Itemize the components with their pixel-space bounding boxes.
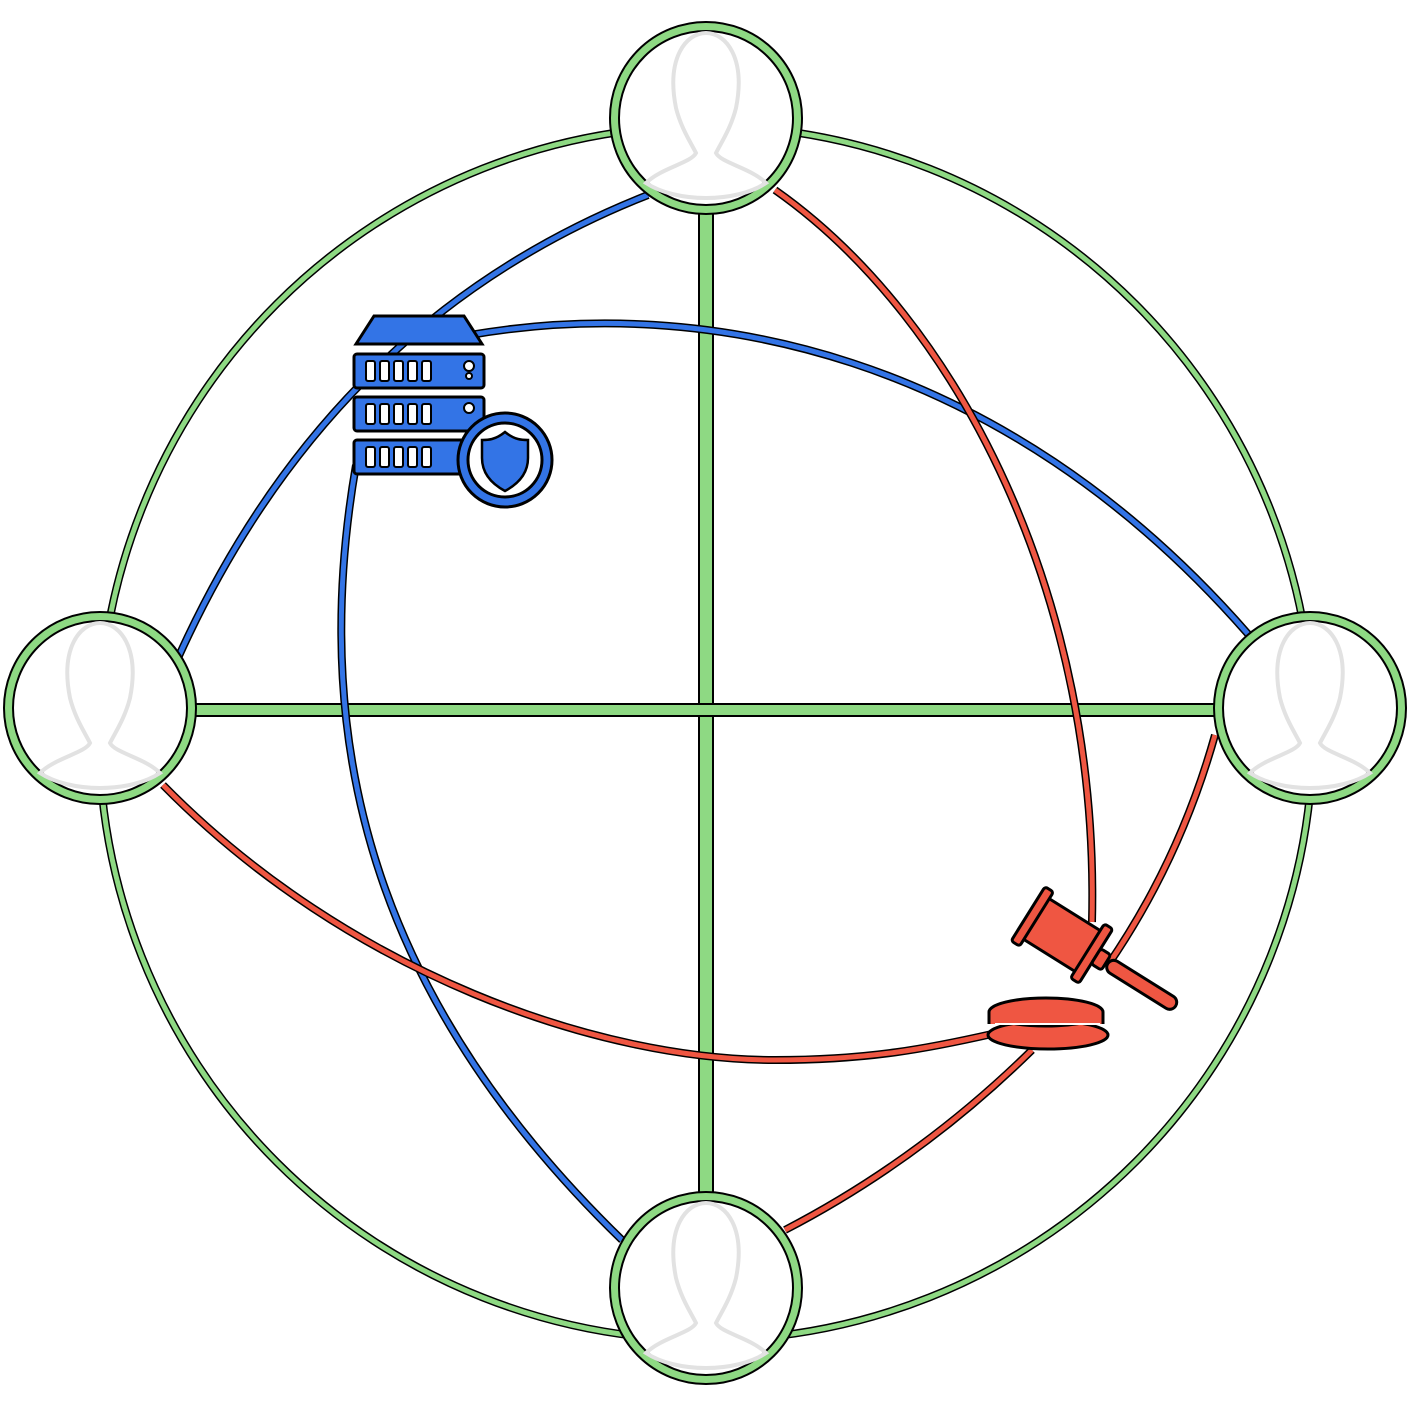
gavel-icon (986, 886, 1179, 1051)
cross-lines (190, 210, 1215, 1195)
red-links (160, 186, 1219, 1234)
red-link-top-gavel (772, 186, 1097, 923)
blue-links (174, 191, 1252, 1243)
person-node-bottom[interactable] (609, 1191, 803, 1385)
red-link-left-gavel (160, 782, 993, 1065)
blue-link-server-bottom (337, 464, 625, 1243)
red-link-right-gavel (1104, 733, 1219, 968)
secure-server-icon (352, 314, 554, 509)
person-node-left[interactable] (3, 611, 197, 805)
red-link-gavel-bottom (783, 1047, 1035, 1234)
person-node-right[interactable] (1213, 611, 1407, 805)
person-node-top[interactable] (609, 21, 803, 215)
blue-link-server-right (469, 319, 1252, 637)
